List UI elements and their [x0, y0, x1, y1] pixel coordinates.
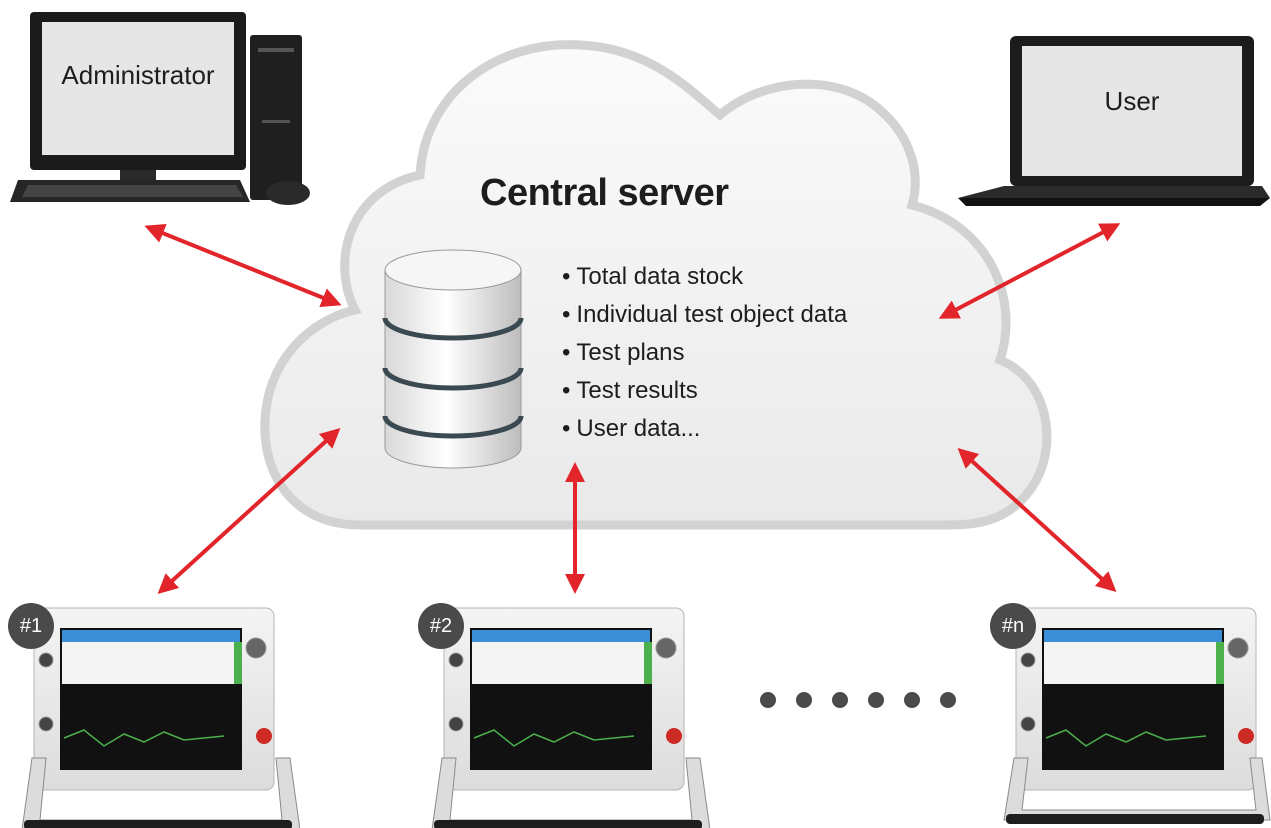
server-title: Central server [480, 172, 729, 214]
test-device-1 [21, 607, 301, 828]
list-item: Test results [562, 372, 847, 410]
server-contents-list: Total data stock Individual test object … [562, 258, 847, 448]
test-device-2 [431, 607, 711, 828]
arrow-admin-server [144, 223, 342, 308]
device-badge-2: #2 [418, 603, 464, 649]
administrator-label: Administrator [61, 60, 215, 90]
list-item: Test plans [562, 334, 847, 372]
laptop-icon [958, 36, 1270, 206]
arrow-server-device-1 [157, 427, 341, 595]
more-devices-dots [760, 692, 956, 708]
device-badge-n: #n [990, 603, 1036, 649]
user-label: User [1104, 86, 1160, 116]
test-device-n [1003, 607, 1271, 824]
device-badge-1: #1 [8, 603, 54, 649]
desktop-computer-icon [10, 12, 310, 205]
arrow-server-device-n [957, 447, 1117, 593]
arrow-user-server [938, 223, 1121, 319]
list-item: User data... [562, 410, 847, 448]
database-icon [382, 249, 524, 469]
list-item: Total data stock [562, 258, 847, 296]
list-item: Individual test object data [562, 296, 847, 334]
